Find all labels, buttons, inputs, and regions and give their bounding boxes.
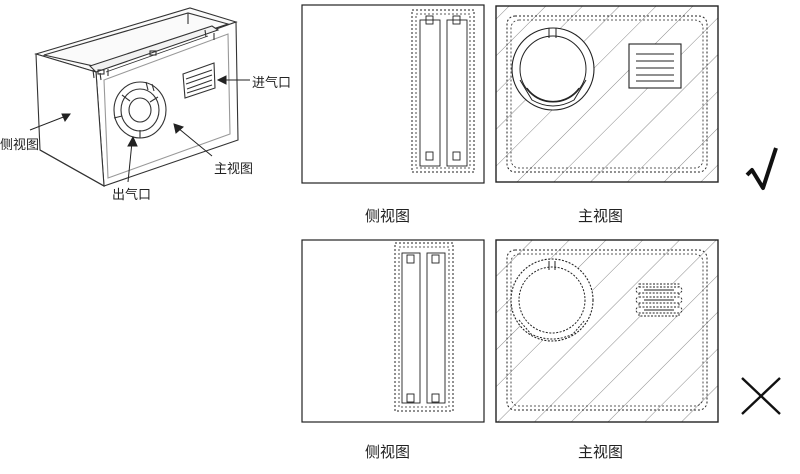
inlet-label: 进气口 bbox=[252, 76, 292, 91]
row2-side-caption: 侧视图 bbox=[365, 443, 411, 461]
check-mark-icon bbox=[745, 147, 778, 190]
isometric-box-drawing bbox=[34, 7, 239, 187]
front-view-correct bbox=[495, 5, 719, 183]
side-view-wrong bbox=[301, 239, 485, 423]
cross-mark-icon bbox=[741, 377, 781, 415]
side-view-correct bbox=[301, 4, 485, 184]
outlet-label: 出气口 bbox=[112, 188, 152, 203]
row2-front-caption: 主视图 bbox=[578, 443, 624, 461]
front-view-wrong bbox=[495, 239, 719, 423]
row1-front-caption: 主视图 bbox=[578, 207, 624, 225]
front-view-label: 主视图 bbox=[214, 162, 254, 177]
side-view-label: 侧视图 bbox=[0, 138, 40, 153]
row1-side-caption: 侧视图 bbox=[365, 207, 411, 225]
leader-arrows bbox=[29, 75, 250, 183]
